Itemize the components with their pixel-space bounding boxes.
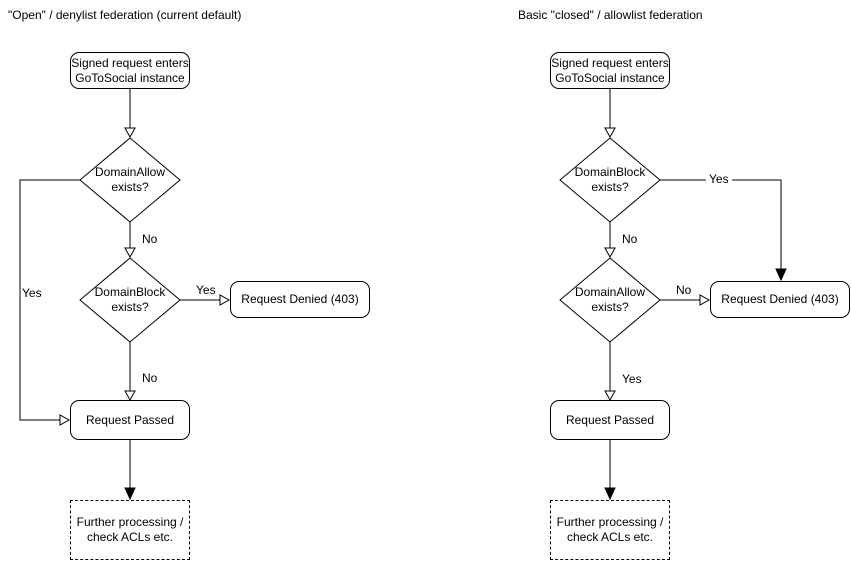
right-decision1-diamond xyxy=(559,137,661,223)
right-further-node: Further processing / check ACLs etc. xyxy=(550,500,670,560)
left-arrow-solid-further xyxy=(124,487,136,501)
left-arrow-open-denied xyxy=(219,294,231,306)
right-passed-node: Request Passed xyxy=(550,400,670,440)
right-arrow-solid-denied-top xyxy=(775,268,787,282)
left-label-yes-loop: Yes xyxy=(22,286,42,300)
left-arrow-open-decision1 xyxy=(124,127,136,139)
right-chart-title: Basic "closed" / allowlist federation xyxy=(518,8,703,22)
right-edge-yes-denied xyxy=(660,179,782,269)
left-passed-node: Request Passed xyxy=(70,400,190,440)
right-label-yes-denied: Yes xyxy=(706,173,732,186)
left-edge-yes-loop xyxy=(19,179,80,421)
right-flowchart-wires xyxy=(559,89,787,501)
left-label-no-decision1: No xyxy=(142,232,158,246)
right-arrow-solid-further xyxy=(604,487,616,501)
right-arrow-open-denied-left xyxy=(699,294,711,306)
right-arrow-open-passed-top xyxy=(604,390,616,402)
right-start-node: Signed request enters GoToSocial instanc… xyxy=(550,52,670,89)
right-label-no-denied: No xyxy=(676,283,692,297)
right-arrow-open-decision1 xyxy=(604,127,616,139)
left-label-yes-denied: Yes xyxy=(196,283,216,297)
left-flowchart-wires xyxy=(19,89,231,501)
left-arrow-open-passed-top xyxy=(124,390,136,402)
left-start-node: Signed request enters GoToSocial instanc… xyxy=(70,52,190,89)
left-label-no-decision2: No xyxy=(142,371,158,385)
left-denied-node: Request Denied (403) xyxy=(230,281,370,318)
right-label-yes-passed: Yes xyxy=(622,372,642,386)
right-decision2-diamond xyxy=(559,257,661,343)
right-denied-node: Request Denied (403) xyxy=(710,281,850,318)
left-arrow-open-decision2 xyxy=(124,247,136,259)
left-decision1-diamond xyxy=(79,137,181,223)
left-decision2-diamond xyxy=(79,257,181,343)
left-chart-title: "Open" / denylist federation (current de… xyxy=(8,8,242,22)
right-arrow-open-decision2 xyxy=(604,247,616,259)
right-label-no-decision1: No xyxy=(622,232,638,246)
left-further-node: Further processing / check ACLs etc. xyxy=(70,500,190,560)
left-arrow-open-passed-left xyxy=(59,414,71,426)
